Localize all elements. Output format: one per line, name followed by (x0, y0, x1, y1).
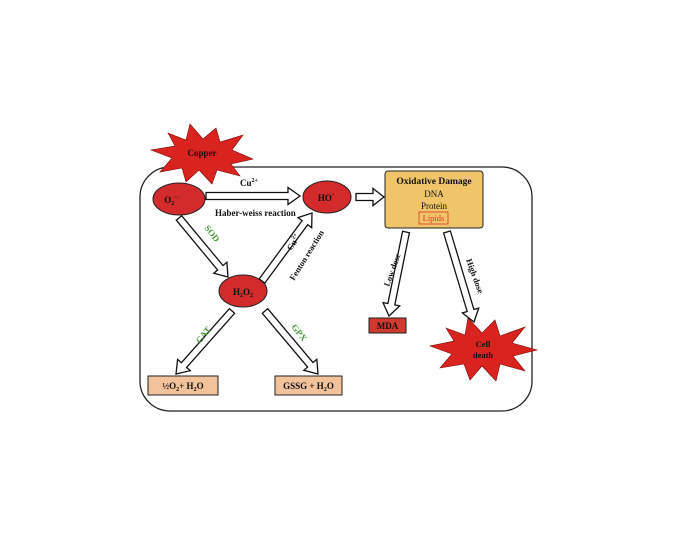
diagram-frame (139, 166, 533, 412)
gssg-product-box: GSSG + H2O (274, 375, 343, 396)
water-product-box: ½O2+ H2O (147, 375, 219, 396)
arrow-h2o2-to-gssg (261, 307, 319, 375)
copper-burst: Copper (149, 123, 254, 185)
arrow-hydroxyl-to-damage (355, 187, 386, 207)
haber-weiss-label: Haber-weiss reaction (215, 208, 296, 218)
arrow-damage-to-mda (381, 230, 411, 318)
cell-death-label-2: death (473, 350, 494, 360)
water-product-label: ½ (162, 381, 169, 391)
mda-label: MDA (377, 321, 399, 331)
arrow-h2o2-to-hydroxyl (258, 212, 313, 285)
svg-text:Cu2+: Cu2+ (240, 178, 259, 188)
h2o2-label: H (233, 287, 240, 297)
cu-label-top: Cu (240, 178, 252, 188)
lipids-box (418, 211, 449, 225)
sod-label: SOD (202, 223, 222, 244)
hydroxyl-label: HO (318, 193, 332, 203)
arrow-h2o2-to-water (175, 307, 236, 375)
copper-label: Copper (188, 148, 217, 158)
arrow-superoxide-to-h2o2 (175, 214, 229, 278)
cell-death-label-1: Cell (476, 339, 491, 349)
arrow-damage-to-cell-death (442, 230, 480, 324)
damage-lipids: Lipids (423, 213, 445, 223)
oxidative-damage-box: Oxidative Damage DNA Protein Lipids (384, 170, 484, 229)
damage-title: Oxidative Damage (396, 177, 471, 187)
h2o2-node: H2O2 (218, 274, 268, 308)
svg-text:H2O2: H2O2 (233, 287, 253, 299)
arrows-layer (175, 186, 480, 375)
superoxide-label: O (164, 195, 171, 205)
superoxide-node: O2·− (152, 182, 206, 216)
svg-text:HO·: HO· (318, 191, 334, 203)
svg-text:½O2+ H2O: ½O2+ H2O (162, 381, 203, 393)
damage-protein: Protein (421, 201, 447, 211)
cell-death-burst: Cell death (428, 317, 539, 382)
hydroxyl-node: HO· (302, 180, 352, 214)
gssg-product-label: GSSG + H (283, 381, 324, 391)
svg-text:GSSG + H2O: GSSG + H2O (283, 381, 334, 393)
mda-box: MDA (368, 317, 407, 334)
svg-text:O2·−: O2·− (164, 195, 180, 207)
damage-dna: DNA (424, 189, 444, 199)
arrow-superoxide-to-hydroxyl (205, 186, 302, 206)
